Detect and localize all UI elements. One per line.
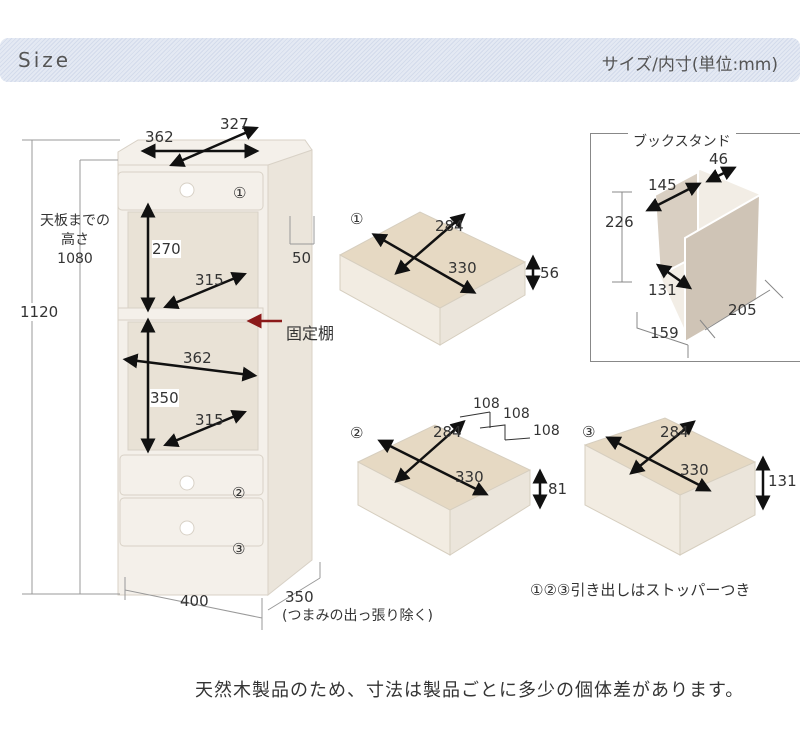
height-to-top-line1: 天板までの xyxy=(40,213,110,229)
section-header: Size サイズ/内寸(単位:mm) xyxy=(0,38,800,82)
bookstand-159: 159 xyxy=(650,324,679,342)
drawer2-width: 284 xyxy=(433,423,462,441)
bookstand-145: 145 xyxy=(648,176,677,194)
drawer2-divider-3: 108 xyxy=(533,423,560,439)
drawer2-divider-2: 108 xyxy=(503,406,530,422)
inner-width: 362 xyxy=(183,349,212,367)
drawer2-illustration xyxy=(356,424,532,556)
height-to-top-value: 1080 xyxy=(57,251,93,267)
bookstand-226: 226 xyxy=(605,213,634,231)
cabinet-width: 400 xyxy=(180,592,209,610)
header-title: Size xyxy=(18,48,72,72)
drawer2-depth: 330 xyxy=(455,468,484,486)
fixed-shelf-label: 固定棚 xyxy=(286,324,335,343)
height-to-top-line2: 高さ xyxy=(61,232,89,248)
drawer3-mark: ③ xyxy=(582,423,596,441)
drawer1-width: 284 xyxy=(435,217,464,235)
cabinet-drawer1-mark: ① xyxy=(233,184,247,202)
cabinet-depth: 350 xyxy=(285,588,314,606)
height-to-top-label: 天板までの 高さ 1080 xyxy=(40,212,110,269)
lower-shelf-height: 350 xyxy=(150,389,179,407)
drawer2-divider-1: 108 xyxy=(473,396,500,412)
upper-shelf-height: 270 xyxy=(152,240,181,258)
cabinet-depth-note: (つまみの出っ張り除く) xyxy=(282,608,433,624)
drawer1-height: 56 xyxy=(540,264,560,282)
bookstand-illustration xyxy=(612,166,784,358)
drawer-stopper-note: ①②③引き出しはストッパーつき xyxy=(530,581,751,599)
drawer3-width: 284 xyxy=(660,423,689,441)
cabinet-drawer3-mark: ③ xyxy=(232,540,246,558)
bookstand-46: 46 xyxy=(709,150,729,168)
drawer1-illustration xyxy=(339,211,526,346)
bookstand-131: 131 xyxy=(648,281,677,299)
drawer1-mark: ① xyxy=(350,210,364,228)
header-subtitle: サイズ/内寸(単位:mm) xyxy=(601,55,778,75)
handle-gap: 50 xyxy=(292,249,312,267)
cabinet-total-height: 1120 xyxy=(20,303,59,321)
lower-shelf-depth: 315 xyxy=(195,411,224,429)
bookstand-205: 205 xyxy=(728,301,757,319)
footer-note: 天然木製品のため、寸法は製品ごとに多少の個体差があります。 xyxy=(195,680,745,701)
cabinet-top-width: 362 xyxy=(145,128,174,146)
bookstand-panel xyxy=(590,133,800,362)
drawer1-depth: 330 xyxy=(448,259,477,277)
cabinet-top-depth: 327 xyxy=(220,115,249,133)
cabinet-drawer2-mark: ② xyxy=(232,484,246,502)
drawer3-depth: 330 xyxy=(680,461,709,479)
drawer2-height: 81 xyxy=(548,480,568,498)
bookstand-title: ブックスタンド xyxy=(628,131,736,151)
upper-shelf-depth: 315 xyxy=(195,271,224,289)
drawer2-mark: ② xyxy=(350,424,364,442)
drawer3-height: 131 xyxy=(768,472,797,490)
